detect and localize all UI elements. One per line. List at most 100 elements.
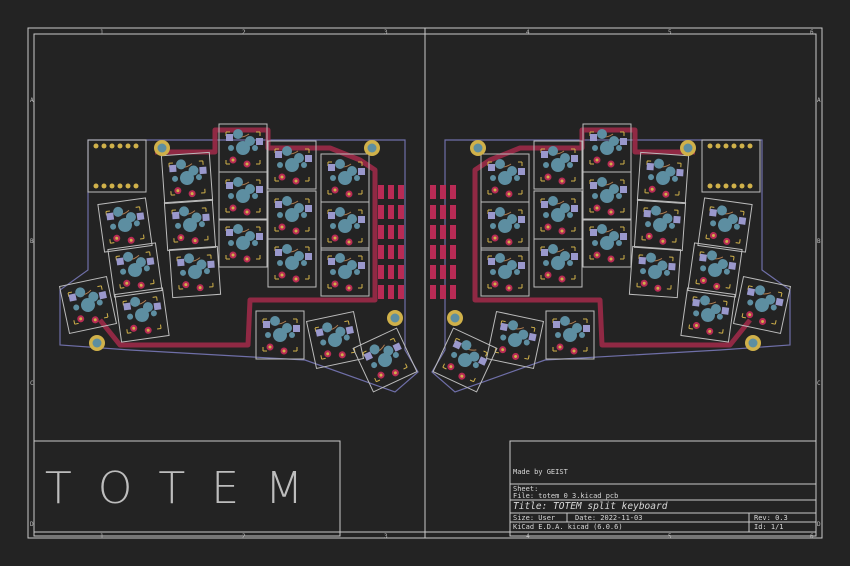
diode xyxy=(450,225,456,239)
key-switch xyxy=(628,245,682,299)
key-switch xyxy=(680,287,736,343)
pad xyxy=(514,223,520,229)
pad xyxy=(543,162,549,168)
silkscreen xyxy=(641,207,679,243)
diode xyxy=(430,225,436,239)
smd-pad xyxy=(328,258,335,265)
pad xyxy=(335,159,345,169)
diode xyxy=(398,285,404,299)
courtyard xyxy=(114,287,170,343)
pad xyxy=(198,221,205,228)
smd-pad xyxy=(226,134,233,141)
pad xyxy=(645,252,656,263)
key-switch xyxy=(267,238,317,288)
key-switch xyxy=(480,201,530,251)
courtyard xyxy=(255,310,305,360)
courtyard xyxy=(163,198,217,252)
pin xyxy=(707,183,713,189)
pad xyxy=(710,220,717,227)
diode xyxy=(440,285,446,299)
center-hole xyxy=(180,171,194,185)
pad xyxy=(508,320,519,331)
smd-pad xyxy=(345,326,354,335)
courtyard xyxy=(480,201,530,251)
pad xyxy=(371,362,378,369)
pad xyxy=(671,175,678,182)
pad xyxy=(73,304,80,311)
pin xyxy=(731,143,737,149)
smd-pad xyxy=(392,342,402,352)
smd-pad xyxy=(488,212,495,219)
pin xyxy=(101,183,107,189)
center-hole xyxy=(118,218,132,232)
pad xyxy=(597,224,607,234)
diode xyxy=(450,185,456,199)
center-hole xyxy=(285,158,299,172)
pin xyxy=(93,183,99,189)
rev-text: Rev: 0.3 xyxy=(754,514,788,522)
pad xyxy=(96,299,103,306)
pin xyxy=(707,143,713,149)
smd-pad xyxy=(123,302,132,311)
smd-pad xyxy=(199,166,207,175)
smd-pad xyxy=(106,212,115,221)
made-by-text: Made by GEIST xyxy=(513,468,568,476)
pad xyxy=(120,268,127,275)
pad xyxy=(282,196,292,206)
center-hole xyxy=(755,298,769,312)
pad xyxy=(343,334,350,341)
smd-pad xyxy=(590,182,597,189)
pin xyxy=(723,183,729,189)
center-hole xyxy=(600,141,614,155)
pin xyxy=(133,183,139,189)
border-column-label: 4 xyxy=(526,29,530,36)
pad xyxy=(716,313,723,320)
smd-pad xyxy=(305,155,312,162)
pad xyxy=(747,299,754,306)
drawing-frame xyxy=(27,27,823,539)
pad xyxy=(228,145,234,151)
pad xyxy=(770,304,777,311)
silkscreen xyxy=(442,337,488,383)
pad xyxy=(270,316,280,326)
center-hole xyxy=(128,263,142,277)
smd-pad xyxy=(275,201,282,208)
pad xyxy=(233,177,243,187)
center-hole xyxy=(498,265,512,279)
key-switch xyxy=(168,245,222,299)
smd-pad xyxy=(328,212,335,219)
pad xyxy=(252,240,258,246)
smd-pad xyxy=(775,297,784,307)
courtyard xyxy=(218,171,268,221)
courtyard xyxy=(432,327,498,393)
courtyard xyxy=(168,245,222,299)
courtyard xyxy=(267,140,317,190)
pad xyxy=(252,145,258,151)
pad xyxy=(195,174,202,181)
pad xyxy=(592,240,598,246)
kicad-version-text: KiCad E.D.A. kicad (6.0.6) xyxy=(513,523,623,531)
pad xyxy=(301,162,307,168)
smd-pad xyxy=(590,134,597,141)
smd-pad xyxy=(692,298,701,307)
border-row-label: B xyxy=(30,238,34,245)
pad xyxy=(616,145,622,151)
pad xyxy=(110,223,117,230)
courtyard xyxy=(582,218,632,268)
pad xyxy=(233,129,243,139)
pad xyxy=(113,206,124,217)
center-hole xyxy=(338,171,352,185)
center-hole xyxy=(285,208,299,222)
silkscreen xyxy=(688,296,728,334)
key-switch xyxy=(107,242,163,298)
board-components xyxy=(87,139,761,351)
silkscreen xyxy=(362,337,408,383)
diode xyxy=(430,185,436,199)
smd-pad xyxy=(177,258,185,267)
diode xyxy=(440,245,446,259)
border-column-label: 1 xyxy=(100,29,104,36)
diode xyxy=(440,185,446,199)
smd-pad xyxy=(518,262,525,269)
center-hole xyxy=(236,236,250,250)
